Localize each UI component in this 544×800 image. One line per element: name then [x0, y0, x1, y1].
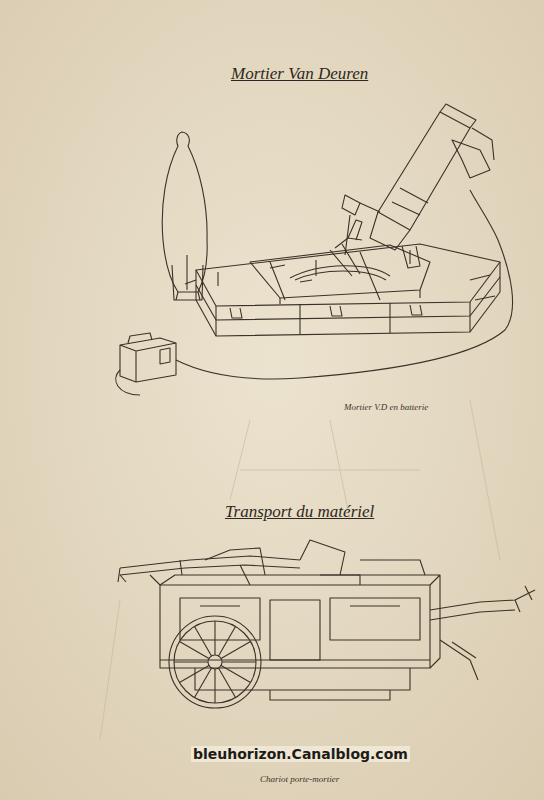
mortar-drawing [116, 104, 513, 395]
wheel-spoke [174, 661, 208, 662]
firing-wire [176, 190, 513, 379]
section-title: Transport du matériel [225, 502, 374, 522]
wheel-spoke [195, 626, 212, 655]
wheel-spoke [214, 621, 215, 655]
firing-box [120, 338, 176, 382]
figure-caption: Mortier V.D en batterie [344, 402, 428, 412]
wheel-spoke [219, 668, 236, 697]
watermark: bleuhorizon.Canalblog.com [191, 746, 410, 762]
cart-drawing [118, 540, 535, 708]
bomb [162, 132, 207, 292]
mortar-tube [378, 112, 470, 230]
page-title: Mortier Van Deuren [231, 64, 368, 84]
wheel-spoke [222, 661, 256, 662]
cart-body [160, 585, 430, 668]
cart-handle [430, 590, 535, 620]
wheel-spoke [221, 642, 250, 659]
wheel-spoke [214, 669, 215, 703]
figure-caption: Chariot porte-mortier [260, 774, 339, 784]
cart-wheel [169, 616, 261, 708]
show-through [100, 400, 500, 740]
